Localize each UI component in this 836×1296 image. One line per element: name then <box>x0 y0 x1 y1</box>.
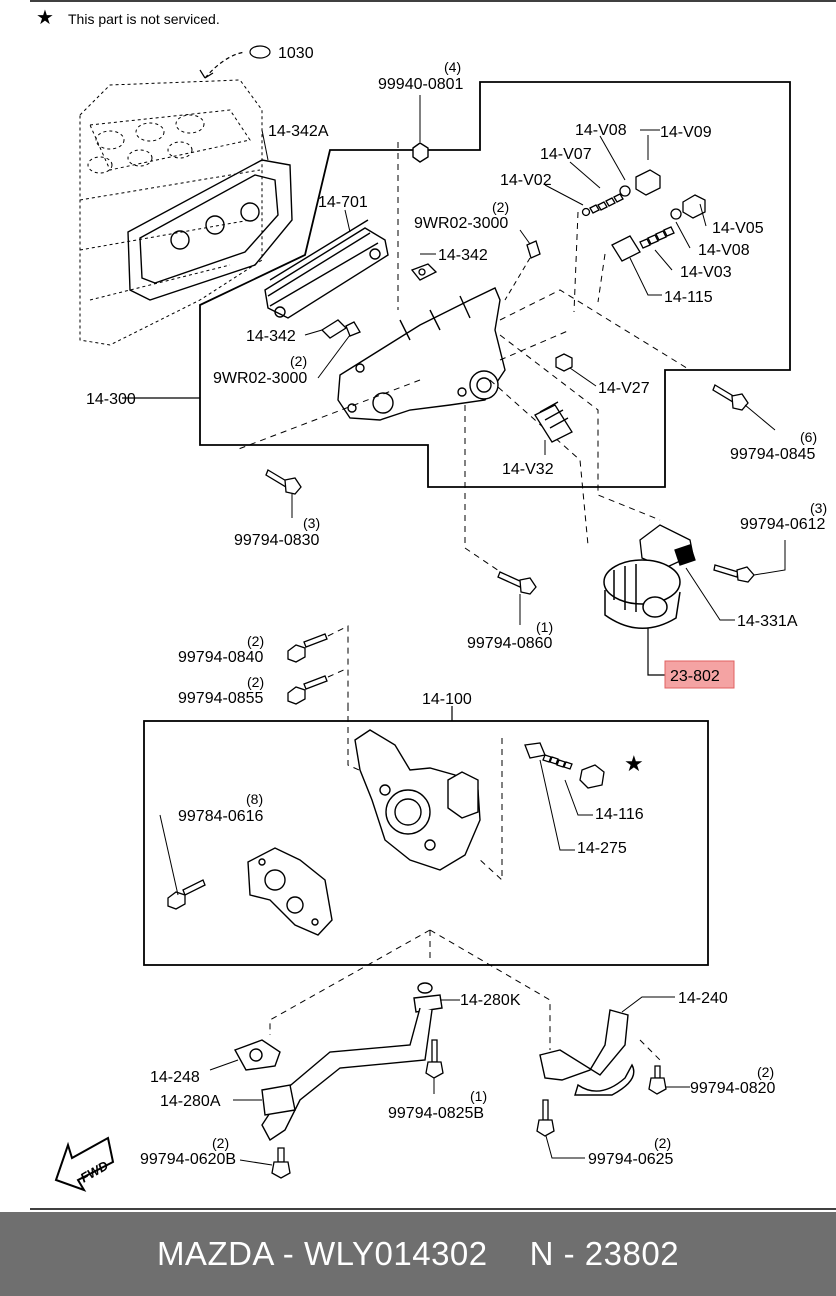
qty-9wr02-3000-upper: (2) <box>492 199 509 215</box>
qty-99794-0855: (2) <box>247 674 264 690</box>
label-9wr02-3000-upper: 9WR02-3000 <box>414 215 508 232</box>
qty-99794-0620b: (2) <box>212 1135 229 1151</box>
oil-pump-exploded-diagram: ★ This part is not serviced. 1030 14-342… <box>30 0 836 1210</box>
qty-9wr02-3000-lower: (2) <box>290 353 307 369</box>
qty-99794-0825b: (1) <box>470 1088 487 1104</box>
spring-14-275-icon <box>524 742 573 770</box>
plug-14-116-icon <box>579 764 605 789</box>
bolt-99794-0820-icon <box>648 1065 667 1095</box>
not-serviced-star-14-116: ★ <box>624 751 644 776</box>
qty-99940-0801: (4) <box>444 59 461 75</box>
footer-brand-part: MAZDA - WLY014302 <box>156 1235 488 1272</box>
not-serviced-note: This part is not serviced. <box>68 11 220 27</box>
label-14-331a: 14-331A <box>737 613 798 630</box>
label-99794-0620b: 99794-0620B <box>140 1151 236 1168</box>
label-99794-0845: 99794-0845 <box>730 446 816 463</box>
label-14-116: 14-116 <box>595 806 644 823</box>
oil-pump-body-icon <box>354 729 481 871</box>
oil-cooler-group-outline <box>199 81 791 488</box>
gasket-14-248-icon <box>233 1039 281 1071</box>
label-14-v02: 14-V02 <box>500 172 552 189</box>
oil-pump-cover-icon <box>247 847 333 936</box>
label-14-342-lower: 14-342 <box>246 328 296 345</box>
not-serviced-star-icon: ★ <box>36 7 54 29</box>
label-99794-0820: 99794-0820 <box>690 1080 776 1097</box>
label-14-v27: 14-V27 <box>598 380 650 397</box>
label-99794-0625: 99794-0625 <box>588 1151 674 1168</box>
label-14-248: 14-248 <box>150 1069 200 1086</box>
label-14-v09: 14-V09 <box>660 124 712 141</box>
qty-99784-0616: (8) <box>246 791 263 807</box>
label-99794-0612: 99794-0612 <box>740 516 826 533</box>
relief-valve-parts-icon <box>581 169 706 262</box>
label-14-100: 14-100 <box>422 691 472 708</box>
bracket-14-240-icon <box>539 1009 635 1096</box>
label-14-v03: 14-V03 <box>680 264 732 281</box>
bolt-99794-0855-icon <box>287 675 328 705</box>
footer-banner: MAZDA - WLY014302 N - 23802 <box>0 1212 836 1296</box>
label-14-115: 14-115 <box>664 289 713 306</box>
label-1030: 1030 <box>278 45 314 62</box>
oil-filter-housing-icon <box>337 287 506 421</box>
label-23-802: 23-802 <box>670 668 720 685</box>
bolt-99794-0845-icon <box>712 384 749 411</box>
label-14-280k: 14-280K <box>460 992 521 1009</box>
oil-strainer-14-280a-icon <box>261 982 443 1142</box>
qty-99794-0625: (2) <box>654 1135 671 1151</box>
qty-99794-0845: (6) <box>800 429 817 445</box>
gasket-14-342-upper-icon <box>410 263 438 281</box>
gasket-14-342a-icon <box>127 159 293 301</box>
qty-99794-0860: (1) <box>536 619 553 635</box>
oil-filter-23-802-icon <box>603 559 681 630</box>
label-14-240: 14-240 <box>678 990 728 1007</box>
label-99940-0801: 99940-0801 <box>378 76 464 93</box>
label-99794-0840: 99794-0840 <box>178 649 264 666</box>
label-99794-0855: 99794-0855 <box>178 690 264 707</box>
label-99794-0825b: 99794-0825B <box>388 1105 484 1122</box>
footer-part-number: N - 23802 <box>529 1235 680 1272</box>
label-14-v08-top: 14-V08 <box>575 122 627 139</box>
plug-14-v27-icon <box>555 353 573 372</box>
bolt-99794-0825b-icon <box>425 1039 444 1079</box>
label-14-701: 14-701 <box>318 194 368 211</box>
plug-9wr02-3000-upper-icon <box>526 240 541 259</box>
qty-99794-0830: (3) <box>303 515 320 531</box>
1030-arrow <box>199 45 271 79</box>
bolt-99794-0625-icon <box>536 1099 555 1137</box>
label-14-342-upper: 14-342 <box>438 247 488 264</box>
bolt-99794-0860-icon <box>497 571 537 595</box>
qty-99794-0840: (2) <box>247 633 264 649</box>
label-99794-0830: 99794-0830 <box>234 532 320 549</box>
bolt-99794-0620b-icon <box>271 1147 291 1179</box>
label-14-v32: 14-V32 <box>502 461 554 478</box>
label-14-v05: 14-V05 <box>712 220 764 237</box>
label-14-280a: 14-280A <box>160 1093 221 1110</box>
qty-99794-0612: (3) <box>810 500 827 516</box>
sensor-14-v32-icon <box>534 401 573 443</box>
label-99784-0616: 99784-0616 <box>178 808 264 825</box>
highlight-23-802 <box>664 660 735 689</box>
screw-99784-0616-icon <box>167 879 206 910</box>
forward-arrow-icon <box>54 1136 115 1192</box>
label-14-300: 14-300 <box>86 391 136 408</box>
qty-99794-0820: (2) <box>757 1064 774 1080</box>
bolt-99940-0801-icon <box>412 142 429 163</box>
label-9wr02-3000-lower: 9WR02-3000 <box>213 370 307 387</box>
bolt-99794-0830-icon <box>265 469 302 495</box>
engine-block-icon <box>79 79 263 346</box>
bolt-99794-0612-icon <box>713 564 755 583</box>
label-14-275: 14-275 <box>577 840 627 857</box>
bolt-99794-0840-icon <box>287 633 328 663</box>
label-14-342a: 14-342A <box>268 123 329 140</box>
oil-pump-group-outline <box>143 720 709 966</box>
gasket-14-342-lower-icon <box>320 319 361 339</box>
label-99794-0860: 99794-0860 <box>467 635 553 652</box>
oil-cooler-14-701-icon <box>264 219 389 319</box>
bracket-14-331a-icon <box>639 524 696 569</box>
label-14-v07: 14-V07 <box>540 146 592 163</box>
label-14-v08-right: 14-V08 <box>698 242 750 259</box>
